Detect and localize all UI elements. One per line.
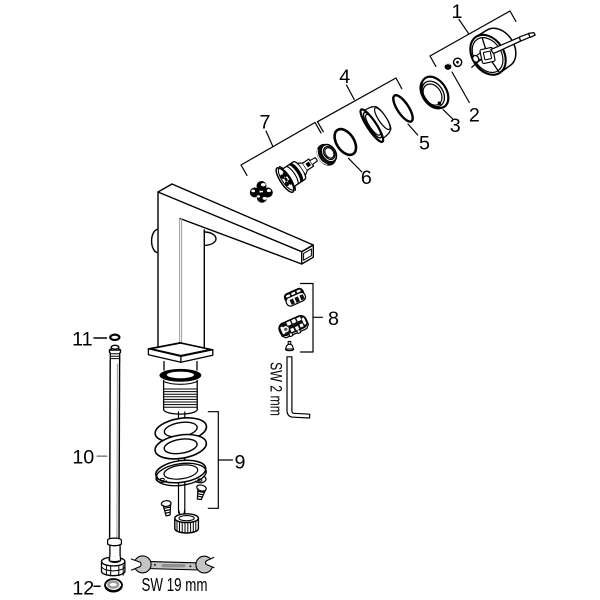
svg-text:6: 6 xyxy=(361,167,372,189)
svg-text:SW 19 mm: SW 19 mm xyxy=(142,575,208,595)
svg-text:11: 11 xyxy=(72,328,92,350)
svg-text:9: 9 xyxy=(235,451,246,473)
svg-text:7: 7 xyxy=(260,111,271,133)
svg-text:5: 5 xyxy=(419,133,430,155)
svg-text:8: 8 xyxy=(328,308,339,330)
svg-text:1: 1 xyxy=(452,1,463,23)
svg-text:3: 3 xyxy=(450,115,461,137)
svg-text:10: 10 xyxy=(72,446,94,468)
svg-text:12: 12 xyxy=(72,577,94,599)
svg-text:4: 4 xyxy=(339,66,350,88)
svg-text:2: 2 xyxy=(469,104,480,126)
svg-text:SW 2 mm: SW 2 mm xyxy=(267,362,285,416)
